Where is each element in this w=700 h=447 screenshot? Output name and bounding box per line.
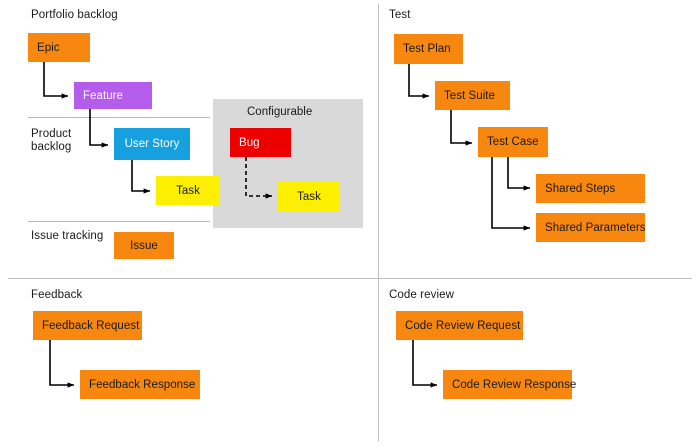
node-issue[interactable]: Issue [114, 232, 174, 259]
node-shared-parameters[interactable]: Shared Parameters [536, 213, 646, 242]
quadrant-divider-vertical [378, 4, 379, 441]
edge-epic-to-feature [43, 62, 69, 99]
node-shared-steps[interactable]: Shared Steps [536, 174, 645, 203]
node-task[interactable]: Task [156, 176, 220, 205]
node-shared-parameters-label: Shared Parameters [545, 221, 646, 234]
node-code-review-request[interactable]: Code Review Request [396, 311, 523, 340]
rule-portfolio-product [28, 117, 210, 118]
node-bug-label: Bug [239, 136, 260, 149]
node-code-review-request-label: Code Review Request [405, 319, 521, 332]
caption-product-backlog: Product backlog [31, 128, 72, 153]
node-feedback-response-label: Feedback Response [89, 378, 196, 391]
node-epic[interactable]: Epic [28, 33, 90, 62]
node-user-story[interactable]: User Story [114, 128, 190, 160]
edge-feature-to-user-story [89, 109, 109, 148]
node-shared-steps-label: Shared Steps [545, 182, 616, 195]
node-issue-label: Issue [130, 239, 158, 252]
caption-portfolio-backlog: Portfolio backlog [31, 9, 118, 21]
node-feature[interactable]: Feature [74, 82, 152, 109]
node-bug[interactable]: Bug [230, 128, 291, 157]
quadrant-divider-horizontal [8, 278, 692, 279]
node-feedback-request-label: Feedback Request [42, 319, 140, 332]
node-code-review-response[interactable]: Code Review Response [443, 370, 576, 399]
node-user-story-label: User Story [124, 138, 180, 150]
edge-test-case-to-shared-steps [507, 157, 531, 191]
caption-code-review: Code review [389, 289, 455, 301]
caption-issue-tracking: Issue tracking [31, 230, 104, 242]
node-test-plan-label: Test Plan [403, 43, 451, 55]
node-task-label: Task [176, 184, 200, 197]
node-bug-task[interactable]: Task [278, 182, 340, 211]
edge-test-suite-to-test-case [450, 110, 473, 146]
node-test-plan[interactable]: Test Plan [394, 34, 463, 64]
node-test-suite[interactable]: Test Suite [435, 81, 510, 110]
rule-product-issue [28, 221, 210, 222]
node-feedback-request[interactable]: Feedback Request [33, 311, 142, 340]
node-feedback-response[interactable]: Feedback Response [80, 370, 200, 399]
node-test-suite-label: Test Suite [444, 89, 495, 102]
edge-code-review-request-to-response [412, 340, 438, 388]
edge-test-case-to-shared-parameters [491, 157, 531, 231]
node-bug-task-label: Task [297, 190, 321, 203]
configurable-panel-title: Configurable [247, 106, 313, 118]
node-test-case-label: Test Case [487, 136, 539, 148]
caption-feedback: Feedback [31, 289, 83, 301]
caption-test: Test [389, 9, 411, 21]
node-epic-label: Epic [37, 41, 60, 54]
edge-user-story-to-task [131, 160, 151, 194]
edge-test-plan-to-test-suite [408, 64, 430, 99]
node-code-review-response-label: Code Review Response [452, 378, 577, 391]
node-feature-label: Feature [83, 89, 123, 102]
node-test-case[interactable]: Test Case [478, 127, 548, 157]
edge-feedback-request-to-response [49, 340, 75, 388]
